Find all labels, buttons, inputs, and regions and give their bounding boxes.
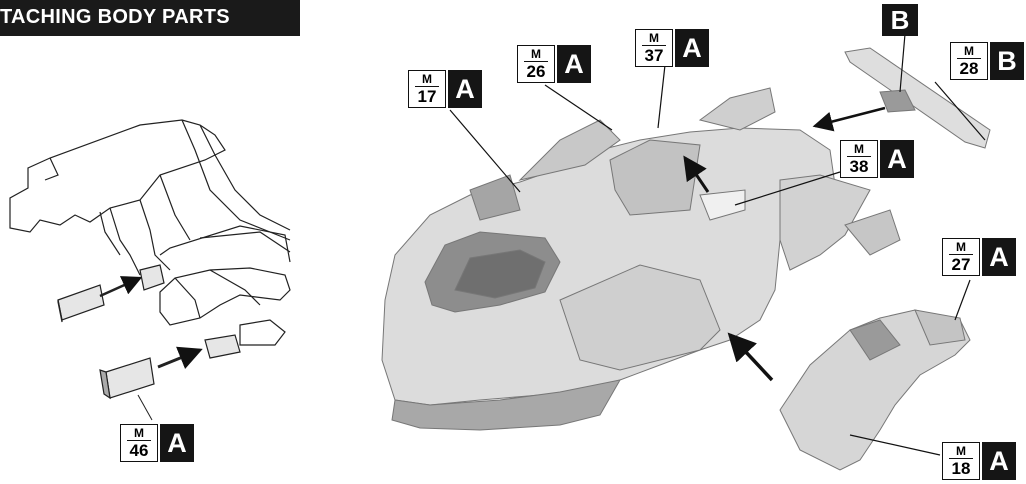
callout-m37: M 37 A [635, 29, 709, 67]
callout-fraction: M 26 [517, 45, 555, 83]
callout-letter: A [675, 29, 709, 67]
left-small-parts [58, 265, 240, 420]
callout-fraction: M 46 [120, 424, 158, 462]
callout-m26: M 26 A [517, 45, 591, 83]
callout-m18: M 18 A [942, 442, 1016, 480]
runner-b-label: B [882, 4, 918, 36]
callout-m27: M 27 A [942, 238, 1016, 276]
callout-m28: M 28 B [950, 42, 1024, 80]
callout-fraction: M 28 [950, 42, 988, 80]
callout-fraction: M 18 [942, 442, 980, 480]
callout-fraction: M 37 [635, 29, 673, 67]
callout-letter: A [557, 45, 591, 83]
callout-letter: A [160, 424, 194, 462]
callout-m38: M 38 A [840, 140, 914, 178]
callout-letter: B [990, 42, 1024, 80]
callout-letter: A [880, 140, 914, 178]
callout-letter: A [448, 70, 482, 108]
callout-fraction: M 27 [942, 238, 980, 276]
left-detail-drawing [10, 120, 290, 345]
callout-m17: M 17 A [408, 70, 482, 108]
callout-letter: A [982, 442, 1016, 480]
callout-letter: A [982, 238, 1016, 276]
callout-fraction: M 17 [408, 70, 446, 108]
callout-m46: M 46 A [120, 424, 194, 462]
callout-fraction: M 38 [840, 140, 878, 178]
